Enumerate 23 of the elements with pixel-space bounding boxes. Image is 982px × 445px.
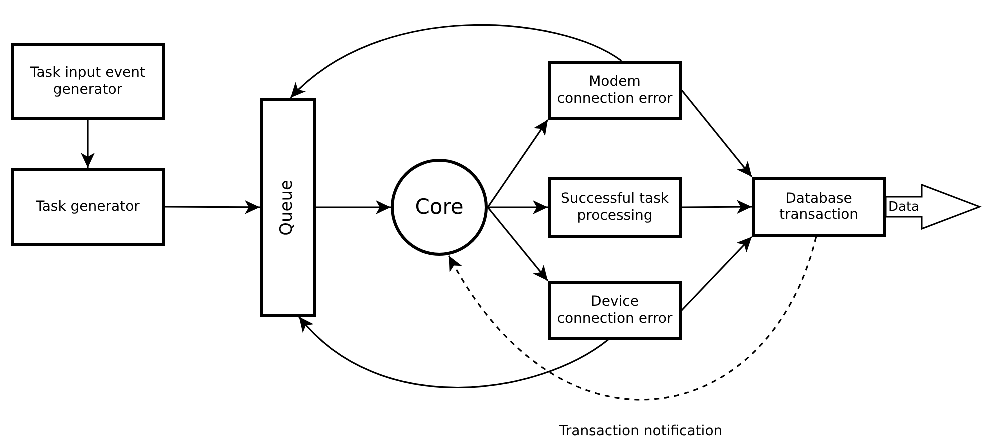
arrow bbox=[290, 24, 622, 99]
process-box: Database transaction bbox=[752, 177, 886, 237]
arrow bbox=[165, 200, 260, 214]
arrow bbox=[298, 316, 609, 388]
arrow bbox=[681, 236, 753, 312]
process-box: Task generator bbox=[11, 168, 165, 246]
core-circle: Core bbox=[391, 159, 488, 256]
process-box: Modem connection error bbox=[548, 61, 682, 120]
arrow bbox=[81, 120, 95, 168]
arrow bbox=[682, 200, 752, 214]
process-box: Successful task processing bbox=[548, 177, 682, 238]
edge-label: Data bbox=[888, 200, 920, 216]
arrow bbox=[448, 236, 818, 400]
arrow bbox=[681, 90, 753, 178]
process-box: Task input event generator bbox=[11, 43, 165, 120]
arrow bbox=[488, 200, 548, 214]
arrow bbox=[487, 120, 549, 208]
process-box: Device connection error bbox=[548, 281, 682, 340]
arrow bbox=[316, 200, 391, 214]
edge-label: Transaction notification bbox=[559, 424, 723, 440]
arrow bbox=[487, 207, 549, 282]
data-arrow bbox=[885, 184, 982, 230]
queue-box: Queue bbox=[260, 98, 316, 317]
